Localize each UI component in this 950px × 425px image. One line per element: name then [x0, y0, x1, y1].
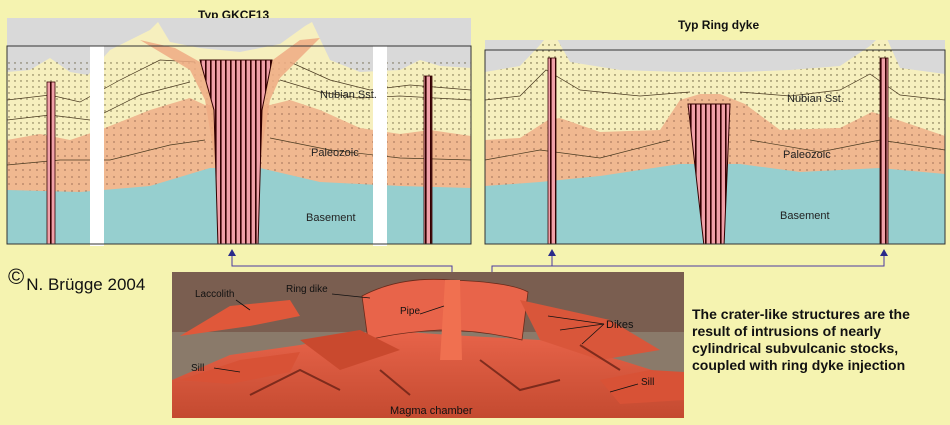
- right-panel: [484, 40, 946, 245]
- caption-text: The crater-like structures are the resul…: [692, 306, 910, 373]
- label-basement-right: Basement: [780, 210, 830, 222]
- label-paleozoic-right: Paleozoic: [783, 149, 831, 161]
- label-sandstone-right: Nubian Sst.: [787, 93, 844, 105]
- label-paleozoic-left: Paleozoic: [311, 147, 359, 159]
- central-pipe-left: [199, 59, 273, 244]
- label-sill-left: Sill: [191, 363, 204, 374]
- left-panel: [6, 18, 472, 246]
- label-sill-right: Sill: [641, 377, 654, 388]
- ring-dike-left: [547, 57, 557, 244]
- label-ring-dike: Ring dike: [286, 284, 328, 295]
- arrow-head: [548, 249, 556, 256]
- arrow-head: [228, 249, 236, 256]
- magma-chamber-figure: Laccolith Ring dike Pipe Dikes Sill Sill…: [172, 272, 684, 418]
- label-basement-left: Basement: [306, 212, 356, 224]
- dike-right: [423, 75, 433, 244]
- copyright-symbol: ©: [8, 264, 25, 289]
- copyright-text: N. Brügge 2004: [26, 275, 146, 294]
- label-sandstone-left: Nubian Sst.: [320, 89, 377, 101]
- right-panel-title: Typ Ring dyke: [678, 18, 760, 32]
- arrow-head: [880, 249, 888, 256]
- label-dikes: Dikes: [606, 319, 634, 331]
- label-pipe: Pipe: [400, 306, 420, 317]
- copyright-notice: ©N. Brügge 2004: [8, 264, 146, 296]
- central-stock-right: [687, 103, 731, 244]
- ring-dike-right: [879, 57, 889, 244]
- connector-lines: [231, 254, 885, 272]
- dike-left: [46, 81, 56, 244]
- label-laccolith: Laccolith: [195, 289, 234, 300]
- label-magma-chamber: Magma chamber: [390, 405, 473, 417]
